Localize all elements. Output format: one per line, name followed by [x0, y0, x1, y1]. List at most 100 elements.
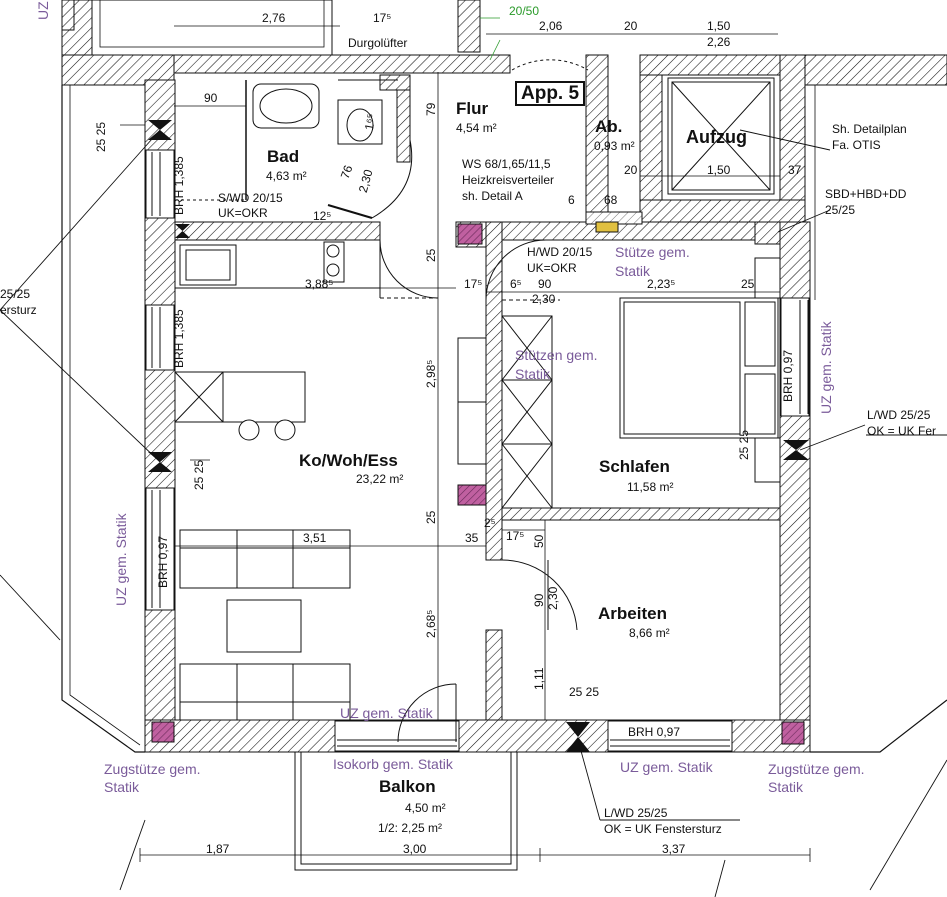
dim-2525-left: 25 25 — [94, 121, 108, 152]
dim-25-b: 25 — [424, 510, 438, 524]
note-swd-1: S/WD 20/15 — [218, 191, 283, 205]
room-name-schlafen: Schlafen — [599, 457, 670, 476]
upper-walls — [61, 0, 947, 226]
note-swd-2: UK=OKR — [218, 206, 268, 220]
note-left-2: ersturz — [0, 303, 37, 317]
statik-zug-left-1: Zugstütze gem. — [104, 761, 201, 777]
statik-stuetzen-2: Statik — [515, 366, 551, 382]
note-brh-097-right: BRH 0,97 — [781, 349, 795, 402]
wardrobe — [501, 315, 553, 509]
columns — [151, 221, 805, 745]
room-name-flur: Flur — [456, 99, 489, 118]
dim-25-c: 2⁵ — [484, 516, 496, 530]
dim-37: 37 — [788, 163, 802, 177]
note-lwd-bottom-2: OK = UK Fenstersturz — [604, 822, 722, 836]
note-durgoluefter: Durgolüfter — [348, 36, 408, 50]
balcony — [294, 751, 518, 871]
statik-stuetze-1: Stütze gem. — [615, 244, 690, 260]
dim-90-arb: 90 — [532, 593, 546, 607]
note-hwd-2: UK=OKR — [527, 261, 577, 275]
dim-300: 3,00 — [403, 842, 427, 856]
statik-uz-balkon: UZ gem. Statik — [340, 705, 433, 721]
dim-337: 3,37 — [662, 842, 686, 856]
room-area-flur: 4,54 m² — [456, 121, 497, 135]
dim-276: 2,76 — [262, 11, 286, 25]
statik-isokorb: Isokorb gem. Statik — [333, 756, 453, 772]
dim-206: 2,06 — [539, 19, 563, 33]
statik-uz-right: UZ gem. Statik — [818, 321, 834, 414]
note-sbd-1: SBD+HBD+DD — [825, 187, 907, 201]
note-brh-1385-b: BRH 1,385 — [172, 309, 186, 368]
dim-150-top: 1,50 — [707, 19, 731, 33]
dim-6: 6 — [568, 193, 575, 207]
room-name-aufzug: Aufzug — [686, 127, 747, 147]
kitchen-counter — [174, 239, 381, 289]
statik-stuetze-2: Statik — [615, 263, 651, 279]
dim-25-a: 25 — [424, 248, 438, 262]
statik-zug-right-2: Statik — [768, 779, 804, 795]
dim-111: 1,11 — [532, 667, 546, 690]
room-name-balkon: Balkon — [379, 777, 436, 796]
dim-68: 68 — [604, 193, 618, 207]
apartment-label: App. 5 — [515, 81, 586, 106]
statik-uz-bottom: UZ gem. Statik — [620, 759, 713, 775]
note-lwd-right-1: L/WD 25/25 — [867, 408, 931, 422]
dim-226: 2,26 — [707, 35, 731, 49]
note-ws-1: WS 68/1,65/11,5 — [462, 157, 551, 171]
room-area-ab: 0,93 m² — [594, 139, 635, 153]
dimension-lines — [120, 17, 811, 862]
note-brh-097-bottom: BRH 0,97 — [628, 725, 681, 739]
living-furniture — [174, 337, 487, 721]
dim-90-bad: 90 — [204, 91, 218, 105]
dim-20-top: 20 — [624, 19, 638, 33]
dim-2685: 2,68⁵ — [424, 609, 438, 638]
dim-175-mid: 17⁵ — [464, 277, 483, 291]
elevator-shaft — [667, 77, 775, 195]
dim-25-right: 25 — [741, 277, 755, 291]
room-half-area-balkon: 1/2: 2,25 m² — [378, 821, 443, 835]
note-sbd-2: 25/25 — [825, 203, 856, 217]
dim-175-top: 17⁵ — [373, 11, 392, 25]
dim-187: 1,87 — [206, 842, 230, 856]
note-lwd-right-2: OK = UK Fer — [867, 424, 937, 438]
note-left-1: 25/25 — [0, 287, 31, 301]
statik-stuetzen-1: Stützen gem. — [515, 347, 598, 363]
interior-walls — [174, 74, 781, 721]
dim-175-low: 17⁵ — [506, 529, 525, 543]
leader-lines — [0, 129, 947, 897]
bathroom-fixtures — [175, 79, 413, 219]
note-green-dim: 20/50 — [509, 4, 540, 18]
dim-2525-right: 25 25 — [737, 429, 751, 460]
room-area-kowoess: 23,22 m² — [356, 472, 404, 486]
bed — [619, 257, 781, 483]
room-name-arbeiten: Arbeiten — [598, 604, 667, 623]
dim-165: 1⁶⁵ — [361, 112, 379, 132]
dim-2525-b: 25 25 — [192, 459, 206, 490]
dim-79: 79 — [424, 102, 438, 116]
dim-2235: 2,23⁵ — [647, 277, 676, 291]
note-detailplan-1: Sh. Detailplan — [832, 122, 907, 136]
room-area-balkon: 4,50 m² — [405, 801, 446, 815]
dim-20-mid: 20 — [624, 163, 638, 177]
dim-2525-bottom: 25 25 — [569, 685, 600, 699]
dim-150-mid: 1,50 — [707, 163, 731, 177]
note-ws-3: sh. Detail A — [462, 189, 523, 203]
dim-90-mid: 90 — [538, 277, 552, 291]
room-name-ab: Ab. — [595, 117, 623, 136]
statik-zug-right-1: Zugstütze gem. — [768, 761, 865, 777]
statik-uz-left: UZ gem. Statik — [113, 513, 129, 606]
dim-50: 50 — [532, 534, 546, 548]
dim-388: 3,88⁵ — [305, 277, 334, 291]
note-ws-2: Heizkreisverteiler — [462, 173, 555, 187]
dim-351: 3,51 — [303, 531, 327, 545]
statik-uz-top: UZ — [35, 1, 51, 20]
dim-230-mid: 2,30 — [532, 292, 556, 306]
windows — [145, 149, 810, 752]
note-lwd-bottom-1: L/WD 25/25 — [604, 806, 668, 820]
room-area-arbeiten: 8,66 m² — [629, 626, 670, 640]
dim-65: 6⁵ — [510, 277, 522, 291]
note-brh-1385-a: BRH 1,385 — [172, 156, 186, 215]
note-brh-097-left: BRH 0,97 — [156, 535, 170, 588]
room-area-bad: 4,63 m² — [266, 169, 307, 183]
